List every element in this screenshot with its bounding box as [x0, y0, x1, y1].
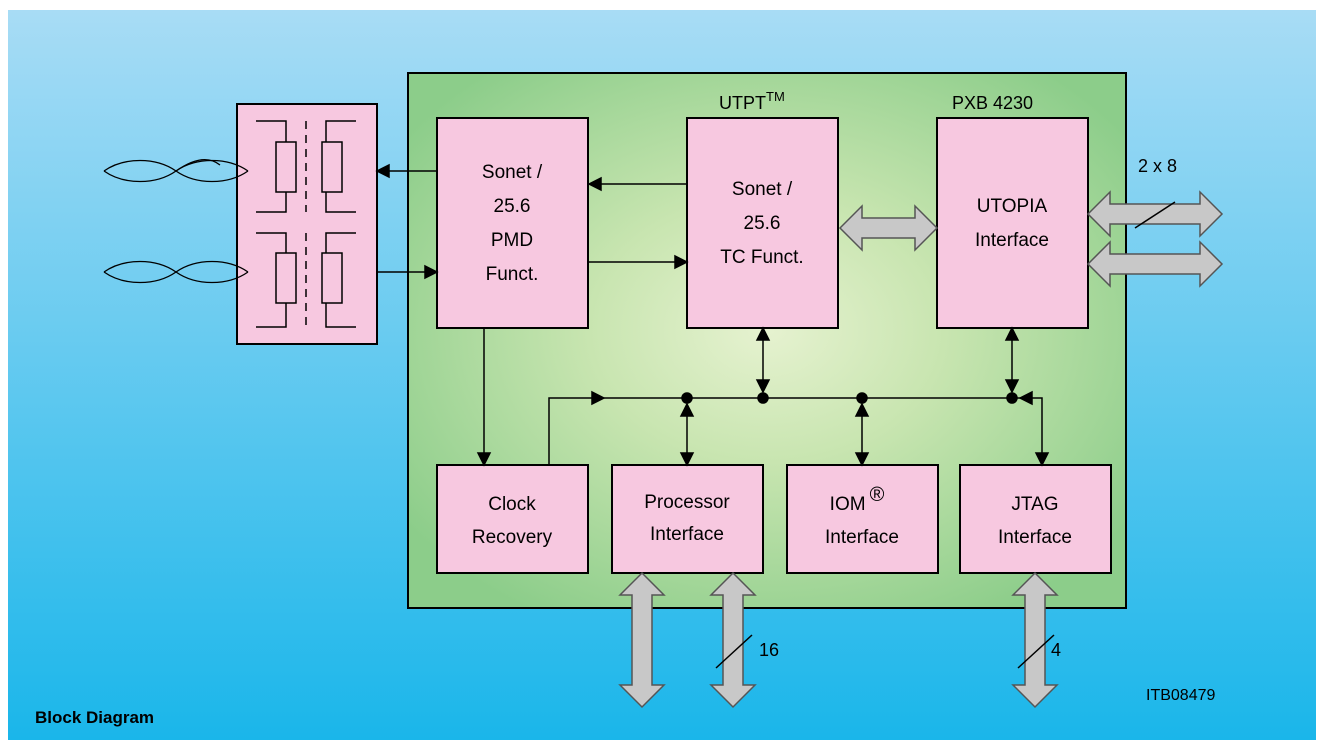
- jtag-bus-width-label: 4: [1051, 640, 1061, 660]
- clock-recovery-block: Clock Recovery: [436, 464, 589, 574]
- svg-text:JTAG: JTAG: [1011, 494, 1058, 515]
- figure-id: ITB08479: [1146, 687, 1215, 704]
- utopia-interface-block: UTOPIA Interface: [936, 117, 1089, 329]
- bus-arrows: [618, 190, 1224, 709]
- svg-text:Interface: Interface: [998, 527, 1072, 548]
- svg-text:Sonet /: Sonet /: [482, 162, 543, 183]
- tc-function-block: Sonet / 25.6 TC Funct.: [686, 117, 839, 329]
- svg-text:25.6: 25.6: [494, 196, 531, 217]
- processor-bus-arrow-right: [709, 571, 757, 709]
- svg-text:TC Funct.: TC Funct.: [720, 247, 803, 268]
- svg-text:PMD: PMD: [491, 230, 533, 251]
- svg-text:Interface: Interface: [975, 230, 1049, 251]
- jtag-bus-arrow: [1011, 571, 1059, 709]
- svg-text:Funct.: Funct.: [486, 264, 539, 285]
- jtag-interface-block: JTAG Interface: [959, 464, 1112, 574]
- utopia-bus-arrow-upper: [1086, 190, 1224, 238]
- twisted-pair-lower: [103, 260, 249, 284]
- svg-text:Clock: Clock: [488, 494, 536, 515]
- chip-product-name: UTPTTM: [719, 89, 785, 113]
- figure-caption: Block Diagram: [35, 708, 154, 727]
- signal-connections: [375, 163, 1050, 467]
- utopia-bus-arrow-lower: [1086, 240, 1224, 288]
- twisted-pair-upper: [103, 159, 249, 183]
- processor-bus-arrow-left: [618, 571, 666, 709]
- svg-text:Interface: Interface: [825, 527, 899, 548]
- bus-width-marks: [715, 201, 1176, 669]
- svg-text:25.6: 25.6: [744, 213, 781, 234]
- processor-bus-width-label: 16: [759, 640, 779, 660]
- svg-text:UTOPIA: UTOPIA: [977, 196, 1048, 217]
- iom-interface-block: IOM® Interface: [786, 464, 939, 574]
- svg-text:Interface: Interface: [650, 524, 724, 545]
- svg-text:Sonet /: Sonet /: [732, 179, 793, 200]
- processor-interface-block: Processor Interface: [611, 464, 764, 574]
- tc-utopia-bus-arrow: [838, 204, 939, 252]
- chip-part-number: PXB 4230: [952, 93, 1033, 113]
- pmd-function-block: Sonet / 25.6 PMD Funct.: [436, 117, 589, 329]
- svg-text:Processor: Processor: [644, 492, 730, 513]
- utopia-bus-width-label: 2 x 8: [1138, 156, 1177, 176]
- svg-text:IOM®: IOM®: [830, 484, 885, 515]
- svg-text:Recovery: Recovery: [472, 527, 553, 548]
- line-transformer: [236, 103, 378, 345]
